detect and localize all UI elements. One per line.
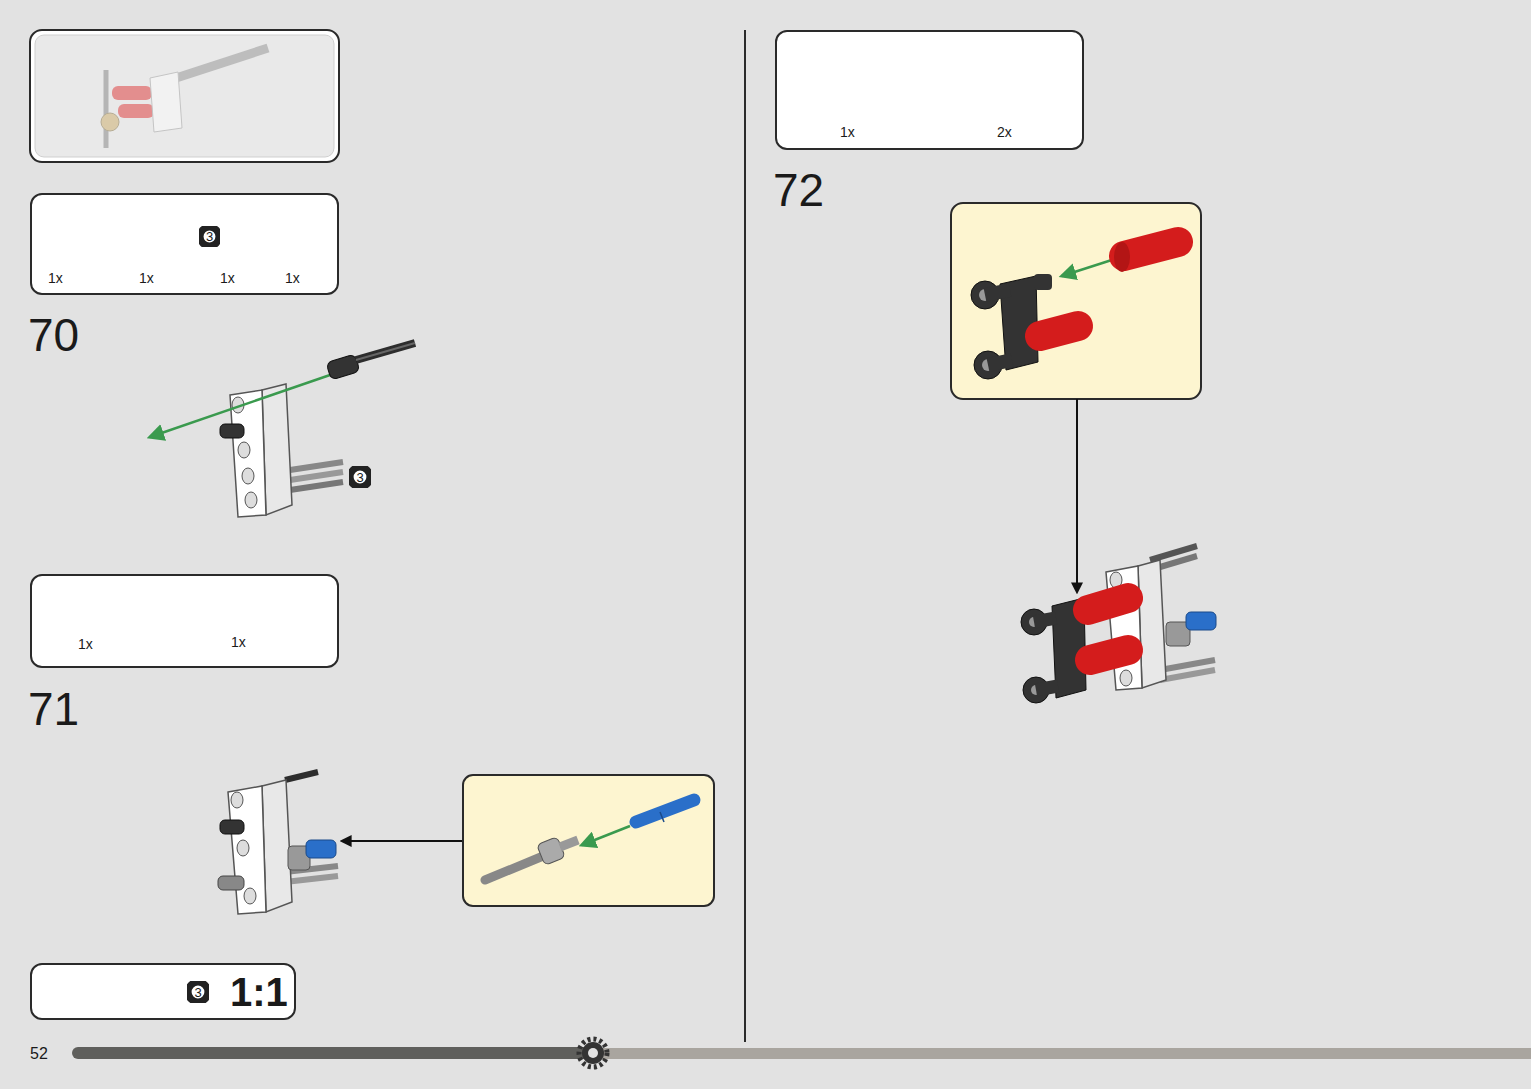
step-number: 70 <box>28 312 79 358</box>
quantity-label: 2x <box>997 125 1012 139</box>
circle-outline <box>200 227 219 246</box>
callout-number: 3 <box>187 981 209 1003</box>
quantity-label: 1x <box>231 635 246 649</box>
column-divider <box>744 30 746 1042</box>
circle-outline <box>350 467 370 487</box>
preview-panel <box>30 30 339 162</box>
progress-bar <box>72 1039 1531 1067</box>
quantity-label: 1x <box>139 271 154 285</box>
quantity-label: 1x <box>840 125 855 139</box>
callout-number: 3 <box>199 226 220 247</box>
callout-number: 3 <box>349 466 371 488</box>
parts-list-box: 1x 2x <box>775 30 1084 150</box>
step-number: 72 <box>773 167 824 213</box>
scale-box: 1:1 3 <box>30 963 296 1020</box>
step-number: 71 <box>28 686 79 732</box>
quantity-label: 1x <box>48 271 63 285</box>
step-71-build <box>218 772 714 914</box>
parts-list-box: 1x 1x <box>30 574 339 668</box>
quantity-label: 1x <box>220 271 235 285</box>
step-70-build <box>150 343 415 517</box>
circle-outline <box>188 982 208 1002</box>
step-72-build <box>1021 546 1216 703</box>
callout-number: 3 <box>206 230 213 243</box>
step-72-callout <box>951 203 1201 592</box>
callout-number: 3 <box>194 986 201 999</box>
page-number: 52 <box>30 1046 48 1062</box>
parts-list-box: 1x 1x 1x 1x 3 <box>30 193 339 295</box>
quantity-label: 1x <box>78 637 93 651</box>
quantity-label: 1x <box>285 271 300 285</box>
scale-label: 1:1 <box>230 972 288 1012</box>
callout-number: 3 <box>356 471 363 484</box>
